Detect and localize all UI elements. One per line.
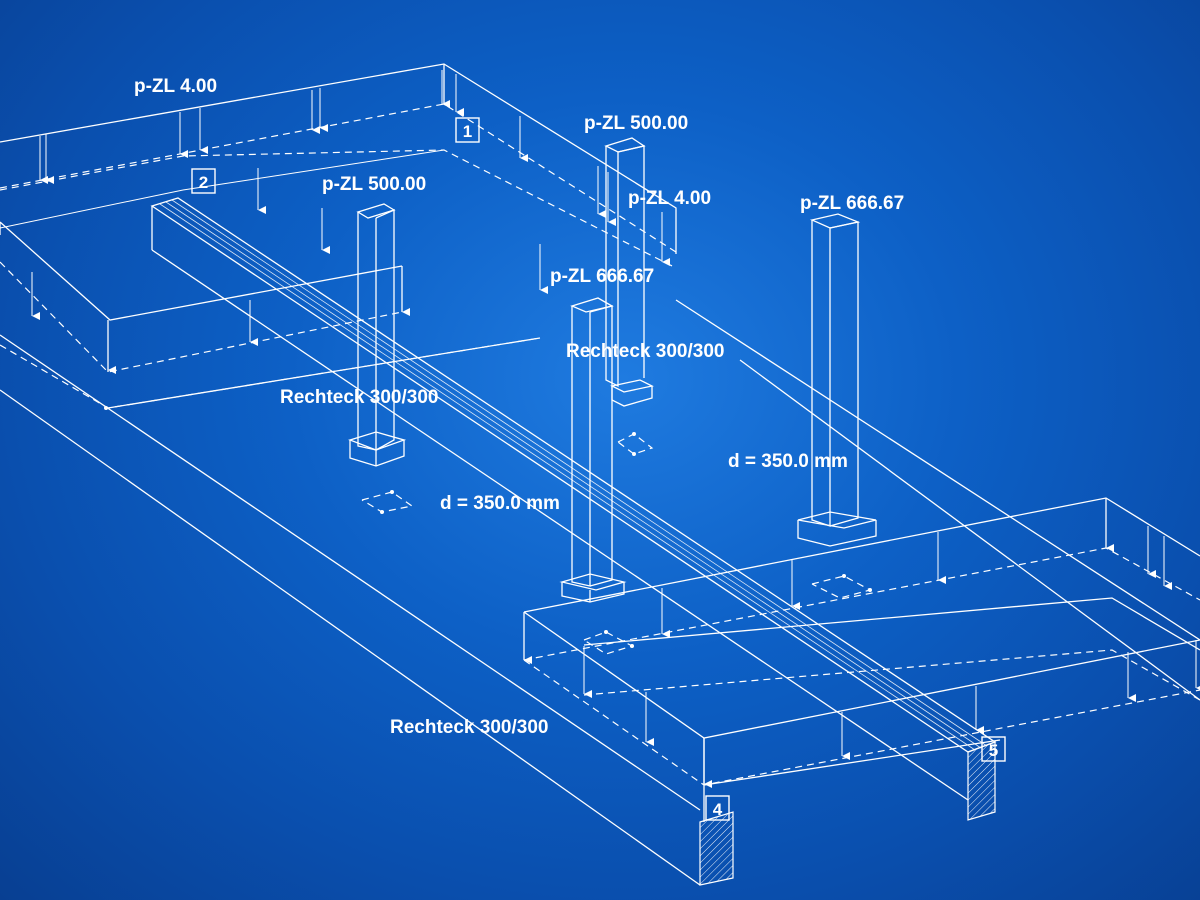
beam	[150, 197, 997, 886]
svg-text:2: 2	[199, 173, 208, 192]
thickness-label-slab-2: d = 350.0 mm	[728, 451, 848, 472]
upper-slab-area-load	[0, 149, 677, 373]
load-label-column-c: p-ZL 666.67	[550, 266, 654, 287]
section-label-beam: Rechteck 300/300	[390, 717, 548, 738]
svg-text:5: 5	[989, 741, 998, 760]
svg-text:4: 4	[713, 800, 723, 819]
column-c	[559, 297, 634, 655]
main-slab	[0, 222, 1200, 886]
section-label-column-c: Rechteck 300/300	[566, 341, 724, 362]
marker-1: 1	[455, 117, 480, 143]
thickness-label-slab-1: d = 350.0 mm	[440, 493, 560, 514]
load-label-column-d: p-ZL 666.67	[800, 193, 904, 214]
load-label-column-b: p-ZL 500.00	[584, 113, 688, 134]
column-d	[797, 213, 877, 599]
load-label-slab-1: p-ZL 4.00	[134, 76, 217, 97]
load-arrows	[31, 70, 1200, 788]
section-label-column-a: Rechteck 300/300	[280, 387, 438, 408]
marker-2: 2	[191, 168, 216, 194]
load-label-column-a: p-ZL 500.00	[322, 174, 426, 195]
lower-right-slab	[523, 497, 1200, 822]
marker-4: 4	[705, 795, 730, 821]
column-b	[604, 137, 654, 456]
marker-5: 5	[981, 736, 1006, 762]
svg-text:1: 1	[463, 122, 472, 141]
column-a	[348, 203, 414, 514]
load-label-slab-2: p-ZL 4.00	[628, 188, 711, 209]
upper-slab	[0, 63, 677, 254]
